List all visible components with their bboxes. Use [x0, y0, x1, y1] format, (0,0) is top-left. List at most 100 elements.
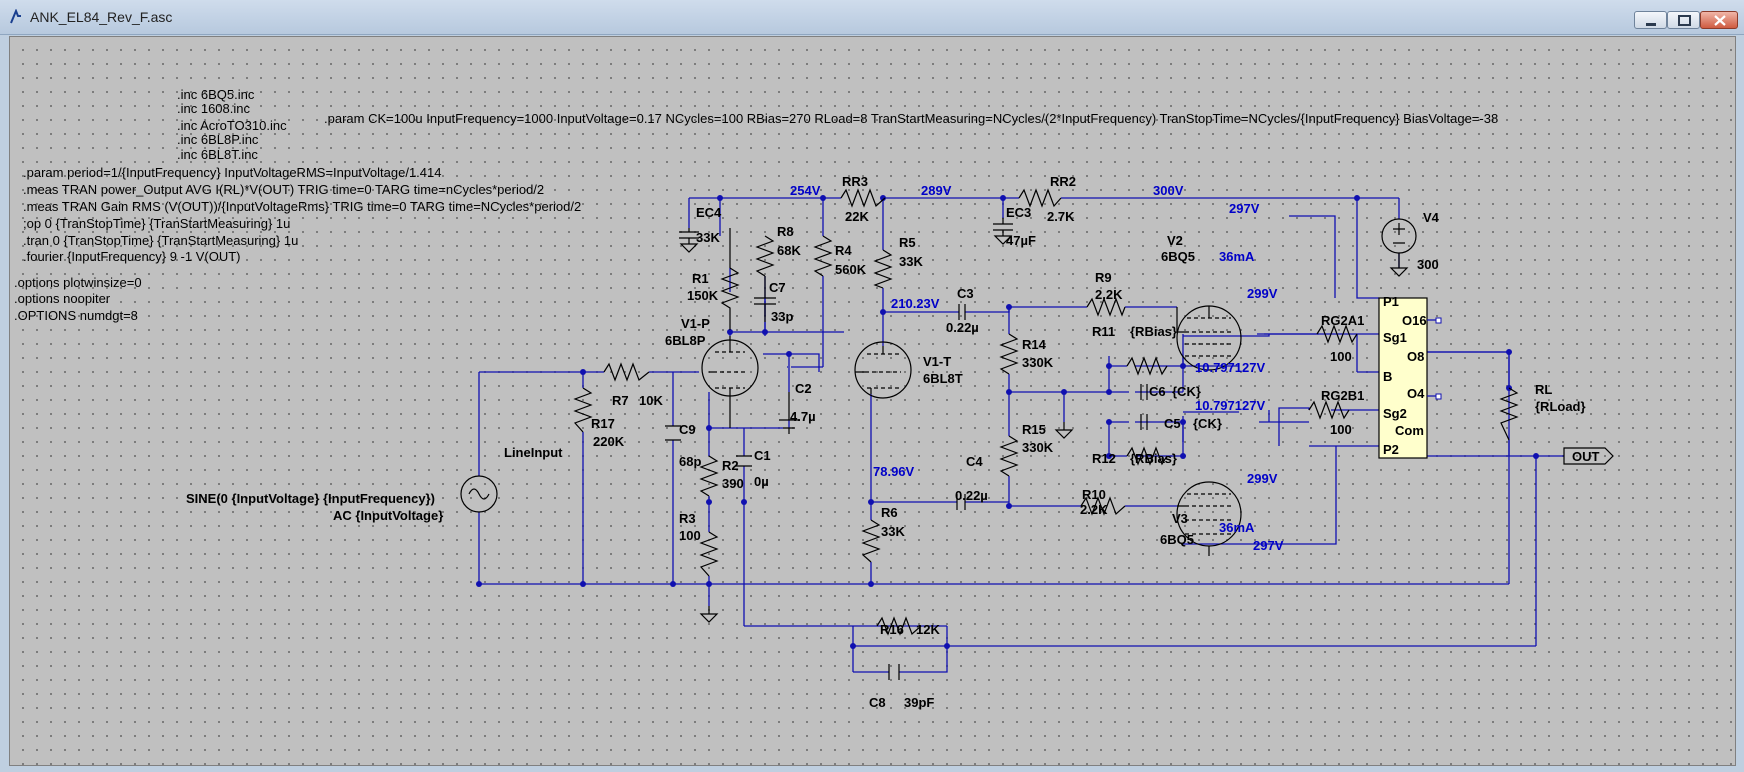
v1p-name[interactable]: V1-P — [681, 316, 710, 331]
v1t-value[interactable]: 6BL8T — [923, 371, 963, 386]
ec4-name[interactable]: EC4 — [696, 205, 722, 220]
r1-name[interactable]: R1 — [692, 271, 709, 286]
c7-name[interactable]: C7 — [769, 280, 786, 295]
close-button[interactable] — [1700, 11, 1738, 29]
r9-value[interactable]: 2.2K — [1095, 287, 1123, 302]
v2-value[interactable]: 6BQ5 — [1161, 249, 1195, 264]
c5-name[interactable]: C5 — [1164, 416, 1181, 431]
r3-value[interactable]: 100 — [679, 528, 701, 543]
c4-name[interactable]: C4 — [966, 454, 983, 469]
rr2-value[interactable]: 2.7K — [1047, 209, 1075, 224]
v1p-value[interactable]: 6BL8P — [665, 333, 706, 348]
net-label-out[interactable]: OUT — [1572, 449, 1600, 464]
ec3-name[interactable]: EC3 — [1006, 205, 1031, 220]
r15-value[interactable]: 330K — [1022, 440, 1054, 455]
c5-value[interactable]: {CK} — [1193, 416, 1222, 431]
rr3-value[interactable]: 22K — [845, 209, 869, 224]
r7-name[interactable]: R7 — [612, 393, 629, 408]
maximize-button[interactable] — [1667, 11, 1700, 29]
directive-opt-numdgt: .OPTIONS numdgt=8 — [14, 308, 138, 323]
c9-value[interactable]: 68p — [679, 454, 701, 469]
v3-value[interactable]: 6BQ5 — [1160, 532, 1194, 547]
rg2a1-name[interactable]: RG2A1 — [1321, 313, 1364, 328]
schematic-drawing[interactable]: .inc 6BQ5.inc .inc 1608.inc .inc AcroTO3… — [9, 36, 1736, 766]
v4-value[interactable]: 300 — [1417, 257, 1439, 272]
c2-value[interactable]: 4.7µ — [790, 409, 816, 424]
schematic-canvas[interactable] — [9, 36, 1736, 766]
r11-name[interactable]: R11 — [1092, 324, 1115, 339]
c3-name[interactable]: C3 — [957, 286, 974, 301]
c1-name[interactable]: C1 — [754, 448, 771, 463]
r6-value[interactable]: 33K — [881, 524, 905, 539]
r17-name[interactable]: R17 — [591, 416, 615, 431]
voltage-grid-v3: 10.797127V — [1195, 398, 1265, 413]
r16-name[interactable]: R16 — [880, 622, 904, 637]
voltage-79: 78.96V — [873, 464, 915, 479]
r11-value[interactable]: {RBias} — [1130, 324, 1177, 339]
voltage-297-top: 297V — [1229, 201, 1260, 216]
rl-value[interactable]: {RLoad} — [1535, 399, 1586, 414]
r4-value[interactable]: 560K — [835, 262, 867, 277]
pin-p1: P1 — [1383, 294, 1399, 309]
c8-name[interactable]: C8 — [869, 695, 886, 710]
r8-value[interactable]: 68K — [777, 243, 801, 258]
c2-name[interactable]: C2 — [795, 381, 812, 396]
c4-value[interactable]: 0.22µ — [955, 488, 988, 503]
r2-value[interactable]: 390 — [722, 476, 744, 491]
v4-name[interactable]: V4 — [1423, 210, 1440, 225]
c6-value[interactable]: {CK} — [1172, 384, 1201, 399]
r10-value[interactable]: 2.2K — [1080, 502, 1108, 517]
r12-name[interactable]: R12 — [1092, 451, 1116, 466]
r3-name[interactable]: R3 — [679, 511, 696, 526]
r5-value[interactable]: 33K — [899, 254, 923, 269]
r5-name[interactable]: R5 — [899, 235, 916, 250]
voltage-297-bottom: 297V — [1253, 538, 1284, 553]
r6-name[interactable]: R6 — [881, 505, 898, 520]
rr3-name[interactable]: RR3 — [842, 174, 868, 189]
c3-value[interactable]: 0.22µ — [946, 320, 979, 335]
r1-value[interactable]: 150K — [687, 288, 719, 303]
pin-sg2: Sg2 — [1383, 406, 1407, 421]
component-symbols — [460, 188, 1614, 680]
directive-fourier: .fourier {InputFrequency} 9 -1 V(OUT) — [23, 249, 240, 264]
c8-value[interactable]: 39pF — [904, 695, 934, 710]
directive-inc-1608: .inc 1608.inc — [177, 101, 250, 116]
rg2a1-value[interactable]: 100 — [1330, 349, 1352, 364]
rg2b1-value[interactable]: 100 — [1330, 422, 1352, 437]
lineinput-name[interactable]: LineInput — [504, 445, 563, 460]
directive-opt-plot: .options plotwinsize=0 — [14, 275, 142, 290]
component-labels[interactable]: EC4 33K R1 150K R8 68K C7 33p R4 560K RR… — [504, 174, 1586, 710]
r15-name[interactable]: R15 — [1022, 422, 1046, 437]
r14-name[interactable]: R14 — [1022, 337, 1047, 352]
minimize-button[interactable] — [1634, 11, 1667, 29]
ec3-value[interactable]: 47µF — [1006, 233, 1036, 248]
v1t-name[interactable]: V1-T — [923, 354, 951, 369]
title-bar[interactable]: ANK_EL84_Rev_F.asc — [0, 0, 1744, 35]
voltage-299-bottom: 299V — [1247, 471, 1278, 486]
rr2-name[interactable]: RR2 — [1050, 174, 1076, 189]
c6-name[interactable]: C6 — [1149, 384, 1166, 399]
rl-name[interactable]: RL — [1535, 382, 1552, 397]
r17-value[interactable]: 220K — [593, 434, 625, 449]
voltage-210: 210.23V — [891, 296, 940, 311]
r8-name[interactable]: R8 — [777, 224, 794, 239]
r10-name[interactable]: R10 — [1082, 487, 1106, 502]
r12-value[interactable]: {RBias} — [1130, 451, 1177, 466]
c9-name[interactable]: C9 — [679, 422, 696, 437]
current-v3: 36mA — [1219, 520, 1255, 535]
r7-value[interactable]: 10K — [639, 393, 663, 408]
node-voltage-labels: 254V 289V 300V 297V 297V 210.23V 78.96V … — [790, 183, 1284, 553]
v3-name[interactable]: V3 — [1172, 511, 1188, 526]
ltspice-app-icon — [10, 9, 21, 24]
c7-value[interactable]: 33p — [771, 309, 793, 324]
rg2b1-name[interactable]: RG2B1 — [1321, 388, 1364, 403]
r16-value[interactable]: 12K — [916, 622, 940, 637]
r9-name[interactable]: R9 — [1095, 270, 1112, 285]
r2-name[interactable]: R2 — [722, 458, 739, 473]
v2-name[interactable]: V2 — [1167, 233, 1183, 248]
r4-name[interactable]: R4 — [835, 243, 852, 258]
c1-value[interactable]: 0µ — [754, 474, 769, 489]
r14-value[interactable]: 330K — [1022, 355, 1054, 370]
ec4-value[interactable]: 33K — [696, 230, 720, 245]
